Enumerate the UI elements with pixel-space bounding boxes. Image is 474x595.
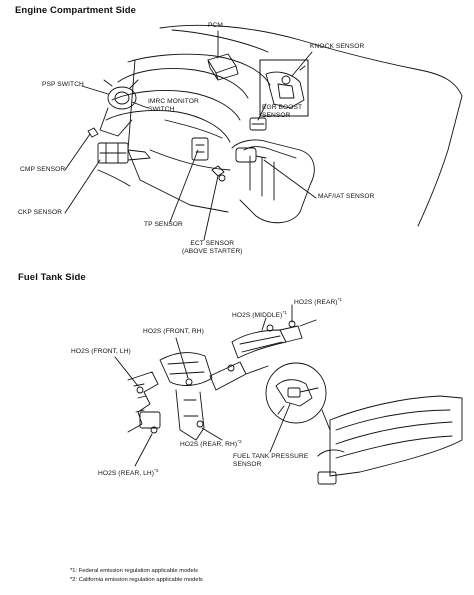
knock-sensor-label: KNOCK SENSOR [310,43,365,50]
leader-imrc [131,101,149,109]
ho2s-rear-lh-label: HO2S (REAR, LH)*2 [98,468,159,478]
leader-ho2s-front-rh [175,337,189,379]
psp-switch-label: PSP SWITCH [42,81,84,88]
ect-sensor-label: ECT SENSOR (ABOVE STARTER) [182,240,243,255]
imrc-monitor-switch-label: IMRC MONITOR SWITCH [148,98,199,113]
ho2s-rear-label: HO2S (REAR)*1 [294,297,343,307]
ho2s-front-lh-label: HO2S (FRONT, LH) [71,348,131,355]
cmp-sensor-label: CMP SENSOR [20,166,66,173]
leader-cmp [64,133,91,171]
leader-ect [203,175,219,241]
exhaust-illustration [114,304,463,485]
footnote-2: *2: California emission regulation appli… [70,577,203,583]
ckp-sensor-label: CKP SENSOR [18,209,63,216]
leader-tp [169,149,199,223]
leader-ckp [64,159,101,214]
leader-egr [257,103,267,121]
leader-ftp [269,403,291,453]
leader-maf [263,159,317,199]
tp-sensor-label: TP SENSOR [144,221,183,228]
leader-ho2s-rear-lh [134,433,153,467]
leader-ho2s-middle [261,317,267,331]
fuel-section-title: Fuel Tank Side [18,272,86,283]
leader-psp [81,85,109,95]
engine-section-title: Engine Compartment Side [15,5,137,16]
leader-ho2s-rear-rh [201,427,223,441]
footnote-1: *1: Federal emission regulation applicab… [70,568,198,574]
ho2s-front-rh-label: HO2S (FRONT, RH) [143,328,204,335]
leader-ho2s-front-lh [114,356,139,387]
egr-boost-sensor-label: EGR BOOST SENSOR [262,104,303,119]
leader-knock [291,51,313,77]
fuel-tank-pressure-sensor-label: FUEL TANK PRESSURE SENSOR [233,453,309,468]
ho2s-middle-label: HO2S (MIDDLE)*1 [232,310,287,320]
maf-iat-sensor-label: MAF/IAT SENSOR [318,193,375,200]
engine-illustration [64,24,463,241]
ho2s-rear-rh-label: HO2S (REAR, RH)*2 [180,439,242,449]
pcm-label: PCM [208,22,223,29]
